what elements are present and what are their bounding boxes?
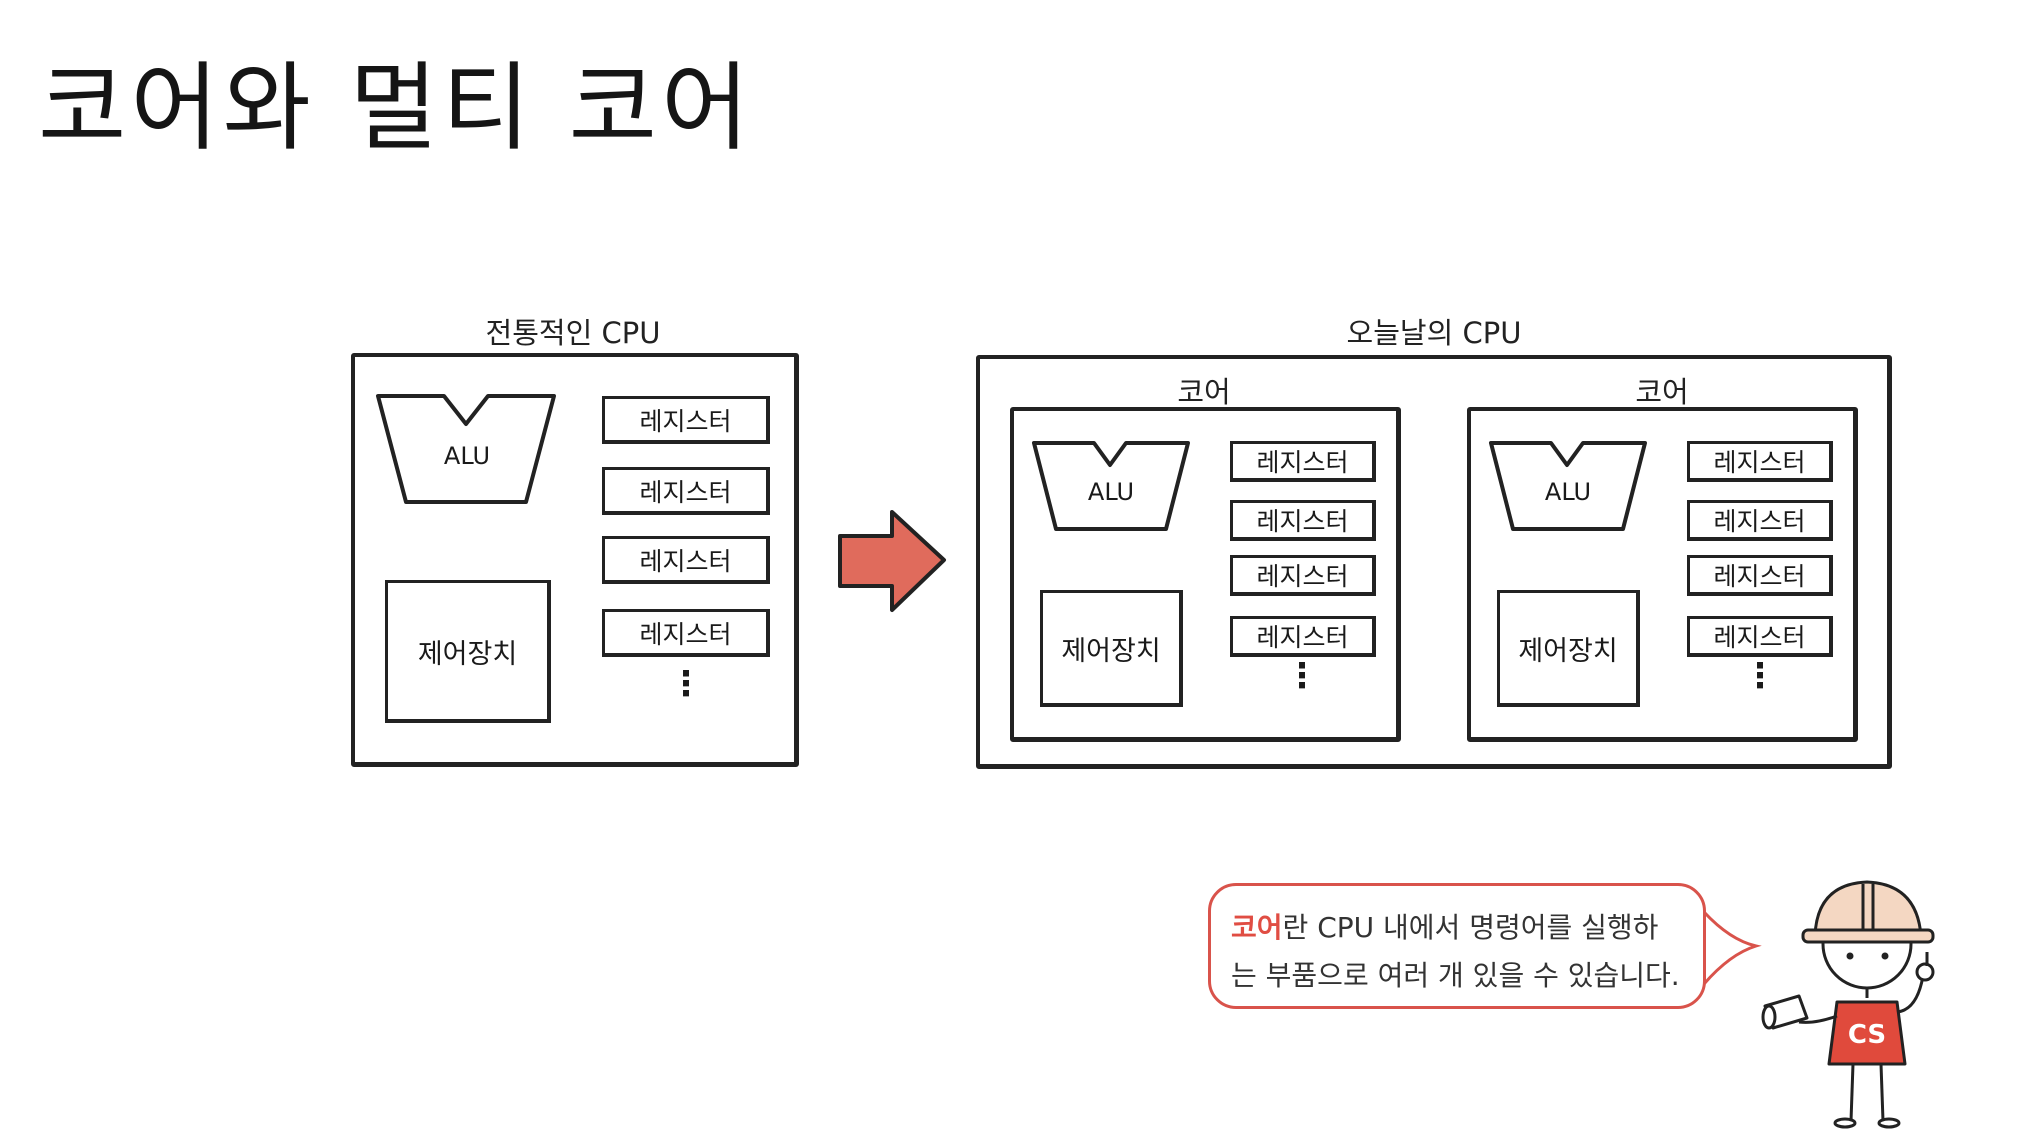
mascot-illustration: CS <box>1761 880 1935 1129</box>
core1-register: 레지스터 <box>1230 441 1376 482</box>
speech-highlight: 코어 <box>1231 911 1283 944</box>
core2-register: 레지스터 <box>1687 500 1833 541</box>
traditional-alu-label: ALU <box>443 442 491 470</box>
traditional-register: 레지스터 <box>602 396 770 444</box>
core1-register-ellipsis: ⋮ <box>1285 656 1319 696</box>
core-box <box>1010 407 1401 742</box>
core1-register: 레지스터 <box>1230 555 1376 596</box>
traditional-alu-shape <box>376 394 556 504</box>
core-label: 코어 <box>1635 375 1689 409</box>
traditional-register: 레지스터 <box>602 609 770 657</box>
core1-register: 레지스터 <box>1230 616 1376 657</box>
core2-register: 레지스터 <box>1687 555 1833 596</box>
core1-alu-shape <box>1032 441 1190 531</box>
core2-register: 레지스터 <box>1687 616 1833 657</box>
core1-register: 레지스터 <box>1230 500 1376 541</box>
speech-bubble: 코어란 CPU 내에서 명령어를 실행하 는 부품으로 여러 개 있을 수 있습… <box>1208 883 1706 1009</box>
core2-register-ellipsis: ⋮ <box>1743 656 1777 696</box>
traditional-cpu-box <box>351 353 799 767</box>
page-title: 코어와 멀티 코어 <box>38 52 754 164</box>
core-label: 코어 <box>1177 375 1231 409</box>
traditional-cpu-label: 전통적인 CPU <box>485 316 661 350</box>
speech-bubble-tail <box>1702 910 1762 985</box>
todays-cpu-label: 오늘날의 CPU <box>1346 316 1522 350</box>
speech-line-1: 코어란 CPU 내에서 명령어를 실행하 <box>1231 904 1683 952</box>
core2-alu-shape <box>1489 441 1647 531</box>
right-arrow-icon <box>838 510 946 612</box>
traditional-control-unit: 제어장치 <box>385 580 551 723</box>
core2-alu-label: ALU <box>1544 478 1592 506</box>
speech-line-1-text: 란 CPU 내에서 명령어를 실행하 <box>1282 911 1659 944</box>
traditional-register-ellipsis: ⋮ <box>669 664 703 704</box>
traditional-register: 레지스터 <box>602 467 770 515</box>
core2-register: 레지스터 <box>1687 441 1833 482</box>
core2-control-unit: 제어장치 <box>1497 590 1640 707</box>
core1-control-unit: 제어장치 <box>1040 590 1183 707</box>
mascot-shirt-text: CS <box>1848 1020 1886 1050</box>
core1-alu-label: ALU <box>1087 478 1135 506</box>
todays-cpu-box <box>976 355 1892 769</box>
core-box <box>1467 407 1858 742</box>
speech-line-2: 는 부품으로 여러 개 있을 수 있습니다. <box>1231 959 1680 992</box>
traditional-register: 레지스터 <box>602 536 770 584</box>
